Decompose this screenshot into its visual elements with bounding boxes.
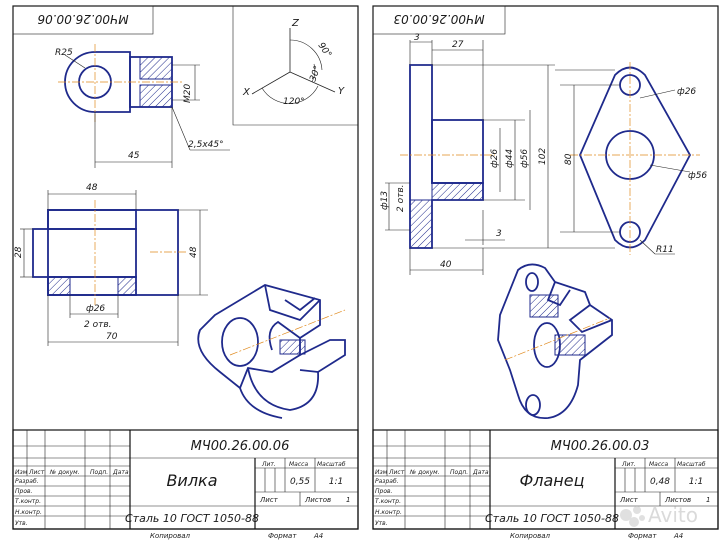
axis-z-label: Z bbox=[291, 18, 300, 29]
left-title-block: МЧ00.26.00.06 Вилка Сталь 10 ГОСТ 1050-8… bbox=[12, 429, 359, 540]
right-label-ndokum: № докум. bbox=[409, 469, 440, 476]
left-label-list: Лист bbox=[28, 469, 45, 476]
left-sheet: МЧ00.26.00.06 Z X Y 90° 30° 120° bbox=[12, 5, 359, 540]
left-footer-format: Формат bbox=[268, 532, 297, 540]
right-scale-value: 1:1 bbox=[689, 477, 703, 487]
flange-side-view: 27 3 ф26 ф44 ф56 102 ф13 2 отв. 3 bbox=[380, 33, 555, 275]
axes-box bbox=[232, 6, 358, 126]
dim-80: 80 bbox=[564, 153, 574, 165]
left-label-ndokum: № докум. bbox=[49, 469, 80, 476]
right-sheet: МЧ00.26.00.03 27 3 ф26 ф44 ф56 bbox=[372, 5, 719, 540]
right-title-block: МЧ00.26.00.03 Фланец Сталь 10 ГОСТ 1050-… bbox=[372, 429, 719, 540]
right-sheets-label: Листов bbox=[664, 496, 691, 504]
dim-chamfer: 2,5х45° bbox=[188, 140, 224, 150]
dim-48: 48 bbox=[86, 183, 98, 193]
right-label-prov: Пров. bbox=[375, 488, 393, 495]
left-stamp-code: МЧ00.26.00.06 bbox=[191, 439, 290, 454]
right-label-utv: Утв. bbox=[375, 520, 388, 527]
dim-phi44: ф44 bbox=[505, 149, 515, 168]
axis-x-label: X bbox=[242, 87, 251, 98]
dim-phi26: ф26 bbox=[86, 304, 105, 314]
right-label-lit: Лит. bbox=[621, 461, 636, 468]
avito-watermark: Avito bbox=[620, 503, 698, 527]
right-label-izm: Изм bbox=[375, 469, 388, 476]
left-code-box bbox=[12, 5, 154, 35]
right-stamp-code: МЧ00.26.00.03 bbox=[551, 439, 650, 454]
axis-y-label: Y bbox=[338, 86, 345, 97]
dim-phi56-vertical: ф56 bbox=[520, 149, 530, 168]
left-label-nkontr: Н.контр. bbox=[15, 509, 42, 516]
flange-front-view: 80 ф26 ф56 R11 bbox=[555, 62, 707, 255]
left-rotated-code: МЧ00.26.00.06 bbox=[37, 12, 128, 26]
left-scale-value: 1:1 bbox=[329, 477, 343, 487]
left-sheet-label: Лист bbox=[259, 496, 279, 504]
dim-70: 70 bbox=[106, 332, 118, 342]
angle-30: 30° bbox=[308, 65, 323, 83]
dim-27: 27 bbox=[452, 40, 464, 50]
right-footer-format: Формат bbox=[628, 532, 657, 540]
dim-28: 28 bbox=[14, 246, 24, 258]
right-sheet-label: Лист bbox=[619, 496, 639, 504]
dim-phi26-vertical: ф26 bbox=[490, 149, 500, 168]
right-label-podp: Подп. bbox=[450, 469, 468, 476]
left-label-izm: Изм bbox=[15, 469, 28, 476]
dim-102: 102 bbox=[538, 148, 548, 165]
right-footer-kopiroval: Копировал bbox=[510, 532, 551, 540]
right-rotated-code: МЧ00.26.00.03 bbox=[393, 12, 484, 26]
right-mass-value: 0,48 bbox=[650, 477, 670, 487]
right-label-masshtab: Масштаб bbox=[677, 461, 706, 468]
fork-isometric-view bbox=[197, 284, 346, 419]
left-material: Сталь 10 ГОСТ 1050-88 bbox=[125, 512, 259, 525]
left-label-masshtab: Масштаб bbox=[317, 461, 346, 468]
left-mass-value: 0,55 bbox=[290, 477, 310, 487]
dim-two-holes-right: 2 отв. bbox=[396, 184, 406, 212]
right-material: Сталь 10 ГОСТ 1050-88 bbox=[485, 512, 619, 525]
left-label-podp: Подп. bbox=[90, 469, 108, 476]
left-part-title: Вилка bbox=[166, 471, 217, 490]
left-label-utv: Утв. bbox=[15, 520, 28, 527]
dim-phi26-right: ф26 bbox=[677, 87, 696, 97]
left-label-lit: Лит. bbox=[261, 461, 276, 468]
left-footer-a4: А4 bbox=[313, 532, 323, 540]
right-label-massa: Масса bbox=[649, 461, 668, 468]
dim-r11: R11 bbox=[656, 245, 674, 255]
right-label-data: Дата bbox=[472, 469, 489, 476]
left-label-razrab: Разраб. bbox=[15, 478, 39, 485]
right-footer-a4: А4 bbox=[673, 532, 683, 540]
right-part-title: Фланец bbox=[520, 471, 585, 490]
left-label-massa: Масса bbox=[289, 461, 308, 468]
dim-3-bottom: 3 bbox=[496, 229, 502, 239]
right-label-tkontr: Т.контр. bbox=[375, 498, 401, 505]
avito-watermark-text: Avito bbox=[648, 503, 698, 527]
flange-isometric-view bbox=[497, 263, 613, 419]
dim-40: 40 bbox=[440, 260, 452, 270]
right-label-nkontr: Н.контр. bbox=[375, 509, 402, 516]
dim-48-vertical: 48 bbox=[189, 246, 199, 258]
dim-3-top: 3 bbox=[414, 33, 420, 43]
dim-m20: M20 bbox=[183, 84, 193, 103]
dim-phi56-right: ф56 bbox=[688, 171, 707, 181]
dim-two-holes: 2 отв. bbox=[84, 320, 112, 330]
right-code-box bbox=[372, 5, 506, 35]
right-label-list: Лист bbox=[388, 469, 405, 476]
dim-45: 45 bbox=[128, 151, 140, 161]
left-label-prov: Пров. bbox=[15, 488, 33, 495]
left-sheets-count: 1 bbox=[346, 496, 350, 504]
left-footer-kopiroval: Копировал bbox=[150, 532, 191, 540]
isometric-axes: Z X Y 90° 30° 120° bbox=[242, 18, 345, 107]
left-label-data: Дата bbox=[112, 469, 129, 476]
dim-r25: R25 bbox=[55, 48, 73, 58]
right-label-razrab: Разраб. bbox=[375, 478, 399, 485]
right-sheets-count: 1 bbox=[706, 496, 710, 504]
left-sheets-label: Листов bbox=[304, 496, 331, 504]
angle-120: 120° bbox=[283, 97, 305, 107]
left-label-tkontr: Т.контр. bbox=[15, 498, 41, 505]
dim-phi13: ф13 bbox=[380, 191, 390, 210]
fork-front-view: 48 28 48 ф26 2 отв. 70 bbox=[14, 183, 208, 346]
fork-top-view: R25 M20 45 2,5х45° bbox=[55, 44, 230, 168]
